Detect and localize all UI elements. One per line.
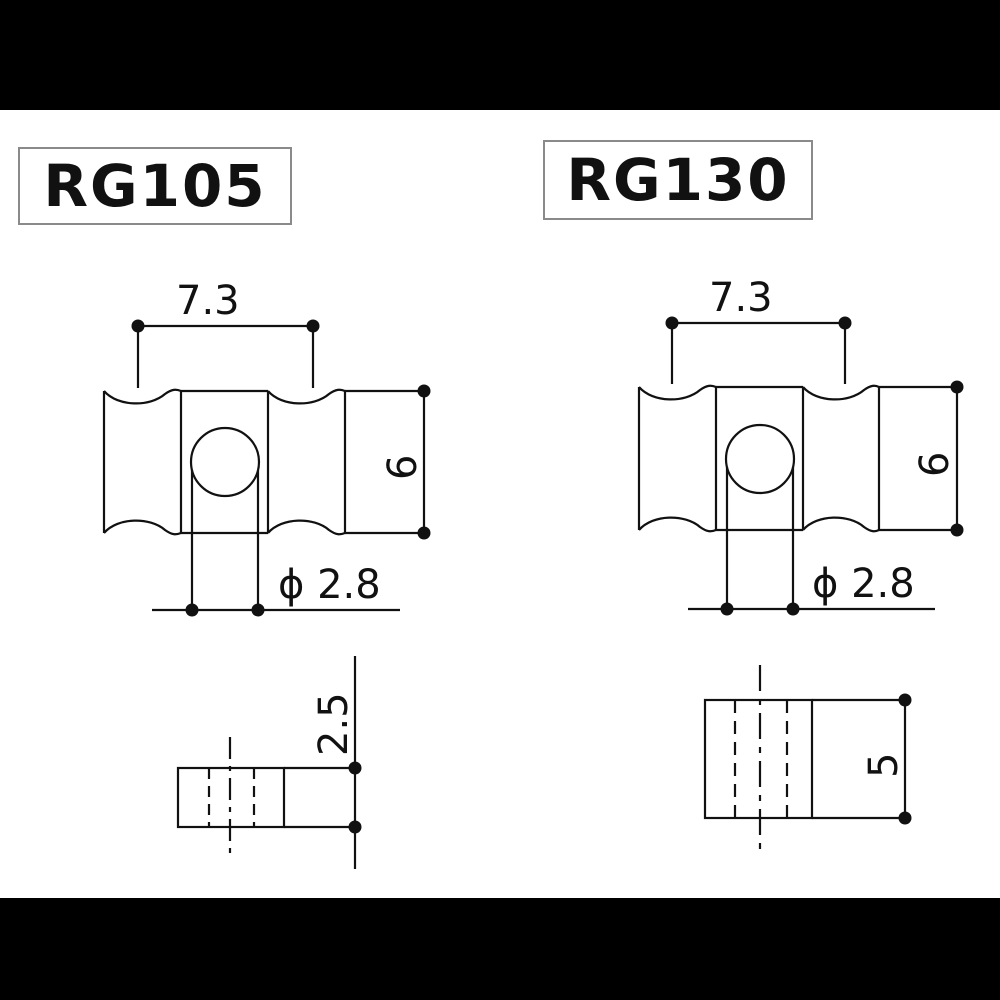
rg130-height-dim-text: 6	[912, 451, 958, 477]
rg130-width-dim-text: 7.3	[709, 275, 773, 321]
rg130-height-dimension	[879, 380, 964, 537]
drawing-sheet	[0, 110, 1000, 898]
rg105-thick-dot-top	[348, 761, 362, 775]
rg105-break-top-left	[103, 388, 182, 405]
rg130-break-top-right	[802, 384, 880, 401]
part-label-rg105: RG105	[18, 147, 292, 225]
rg130-side-view	[703, 665, 814, 855]
rg130-dim-dot-right	[838, 316, 852, 330]
rg130-hole-dot-right	[786, 602, 800, 616]
rg130-width-dimension	[665, 316, 852, 384]
rg105-thickness-dim-text: 2.5	[311, 692, 357, 756]
rg105-top-view	[102, 388, 347, 536]
rg130-side-body	[703, 698, 814, 820]
rg105-dim-dot-left	[131, 319, 145, 333]
rg130-dim-dot-bottom	[950, 523, 964, 537]
rg105-dim-dot-right	[306, 319, 320, 333]
rg130-thickness-dim-text: 5	[861, 752, 907, 778]
rg105-width-dimension	[131, 319, 320, 388]
rg130-hole-dot-left	[720, 602, 734, 616]
rg105-break-bottom-left	[103, 519, 182, 536]
part-label-rg105-text: RG105	[43, 152, 267, 220]
rg105-height-dim-text: 6	[380, 454, 426, 480]
rg130-dim-dot-top	[950, 380, 964, 394]
rg130-break-bottom-right	[802, 516, 880, 533]
rg130-top-view	[637, 384, 881, 533]
rg105-hole-dimension	[152, 470, 400, 617]
rg105-thick-dot-bottom	[348, 820, 362, 834]
rg105-hole-dot-right	[251, 603, 265, 617]
rg105-thickness-dimension	[284, 656, 362, 869]
part-label-rg130-text: RG130	[566, 146, 790, 214]
rg105-side-view	[176, 737, 286, 860]
rg105-height-dimension	[345, 384, 431, 540]
rg130-break-bottom-left	[638, 516, 717, 533]
rg130-hole-dim-text: ϕ 2.8	[812, 561, 915, 607]
rg130-hole-circle	[724, 423, 796, 495]
rg105-dim-dot-top	[417, 384, 431, 398]
rg105-width-dim-text: 7.3	[176, 278, 240, 324]
rg105-hole-dot-left	[185, 603, 199, 617]
rg130-break-top-left	[638, 384, 717, 401]
part-label-rg130: RG130	[543, 140, 813, 220]
rg105-break-top-right	[267, 388, 346, 405]
rg130-thickness-dimension	[812, 693, 912, 825]
rg130-thick-dot-top	[898, 693, 912, 707]
rg105-break-bottom-right	[267, 519, 346, 536]
rg130-thick-dot-bottom	[898, 811, 912, 825]
rg105-dim-dot-bottom	[417, 526, 431, 540]
rg105-hole-circle	[189, 426, 261, 498]
rg105-hole-dim-text: ϕ 2.8	[278, 562, 381, 608]
rg130-dim-dot-left	[665, 316, 679, 330]
rg130-hole-dimension	[688, 467, 935, 616]
